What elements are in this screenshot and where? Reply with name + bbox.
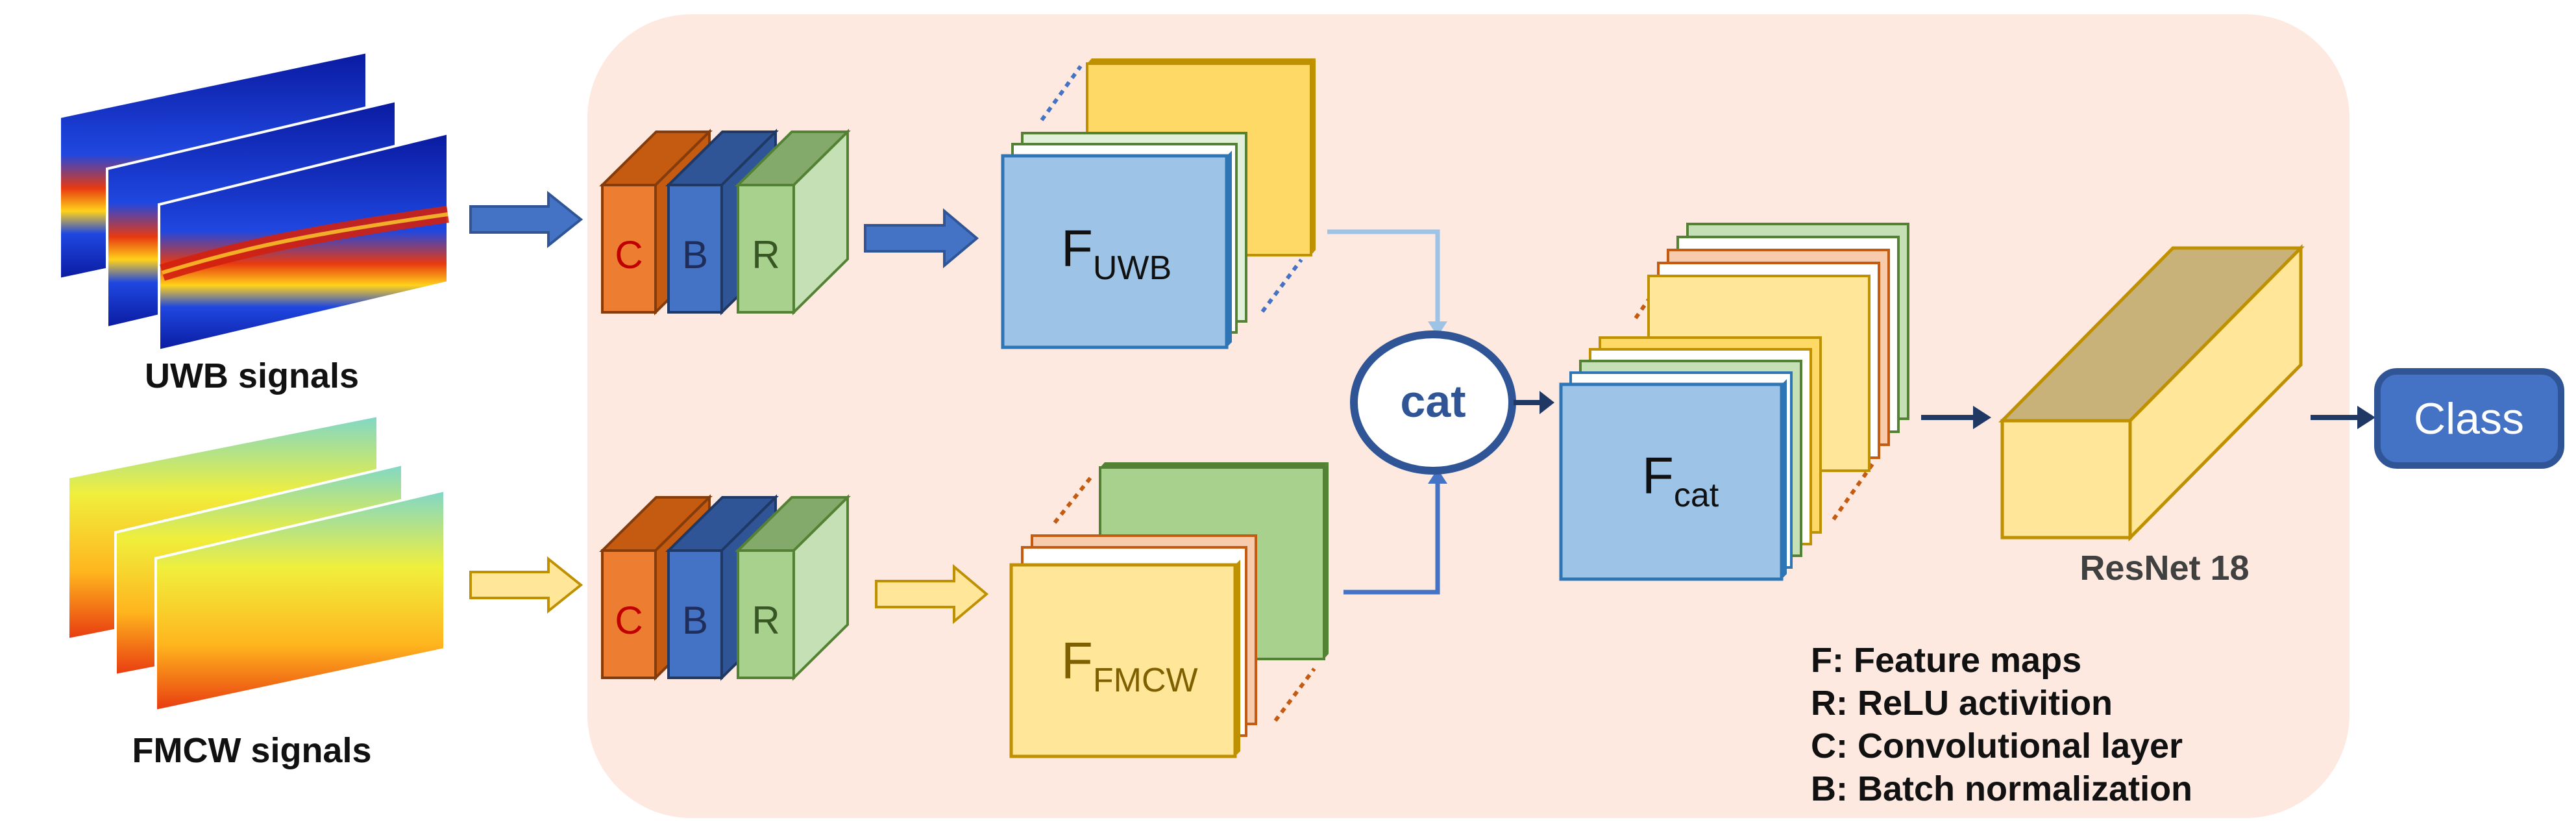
resnet-block <box>1998 243 2305 542</box>
uwb-feature-map-stack <box>1001 58 1316 349</box>
legend-relu: R: ReLU activition <box>1811 684 2113 723</box>
cat-to-fcat-arrowhead <box>1539 391 1554 414</box>
legend-feature-maps: F: Feature maps <box>1811 641 2081 680</box>
legend-batch-norm: B: Batch normalization <box>1811 769 2192 808</box>
resnet-label: ResNet 18 <box>2079 549 2249 588</box>
uwb-relu-label: R <box>752 233 779 277</box>
fmcw-cbr-blocks <box>599 494 851 681</box>
uwb-signal-stack <box>58 50 449 353</box>
uwb-feature-main: F <box>1061 219 1093 277</box>
cat-feature-main: F <box>1642 447 1674 504</box>
fmcw-feature-main: F <box>1061 632 1093 690</box>
uwb-input-arrow <box>469 190 583 249</box>
uwb-signals-label: UWB signals <box>145 356 359 395</box>
fmcw-bn-label: B <box>682 599 708 642</box>
fmcw-feature-map-stack <box>1009 462 1329 758</box>
cat-feature-map-stack <box>1559 223 1909 581</box>
legend-conv: C: Convolutional layer <box>1811 727 2183 765</box>
cat-node <box>1350 330 1516 475</box>
fmcw-signals-label: FMCW signals <box>132 731 371 770</box>
class-output-box <box>2374 368 2564 469</box>
uwb-to-cat-arrowhead <box>1428 321 1447 336</box>
cat-feature-sub: cat <box>1674 477 1719 514</box>
class-output-label: Class <box>2414 394 2524 443</box>
uwb-feature-label: FUWB <box>1061 219 1171 287</box>
legend: F: Feature maps R: ReLU activition C: Co… <box>1811 641 2192 808</box>
cat-node-label: cat <box>1400 376 1466 427</box>
fmcw-to-cat-connector <box>1343 484 1440 595</box>
fmcw-conv-label: C <box>615 599 643 642</box>
fcat-to-resnet-arrowhead <box>1973 406 1991 429</box>
fmcw-to-cat-arrowhead <box>1428 469 1447 484</box>
uwb-to-cat-connector <box>1327 229 1440 321</box>
uwb-bn-label: B <box>682 233 708 277</box>
fmcw-input-arrow <box>469 556 583 614</box>
fmcw-signal-stack <box>67 414 446 713</box>
uwb-conv-label: C <box>615 233 643 277</box>
uwb-cbr-to-feature-arrow <box>864 208 979 269</box>
uwb-feature-sub: UWB <box>1093 249 1171 287</box>
cat-feature-label: Fcat <box>1642 447 1719 514</box>
fmcw-feature-sub: FMCW <box>1093 662 1198 699</box>
fmcw-feature-label: FFMCW <box>1061 632 1198 699</box>
fmcw-relu-label: R <box>752 599 779 642</box>
uwb-cbr-blocks <box>599 129 851 316</box>
resnet-to-class-arrowhead <box>2357 406 2375 429</box>
fmcw-cbr-to-feature-arrow <box>875 564 989 625</box>
